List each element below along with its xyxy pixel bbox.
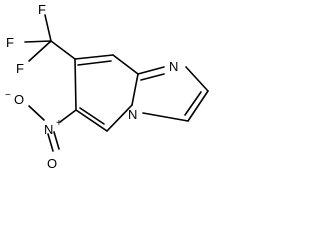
bond-n-nitro-o-top bbox=[28, 105, 45, 121]
bond-n-imidazole-c2 bbox=[185, 66, 209, 92]
bond-c-f-top bbox=[44, 14, 52, 42]
bond-cf3-ring bbox=[50, 40, 76, 60]
bond-c7-c8 bbox=[74, 54, 114, 60]
bond-n-bridge-c5 bbox=[106, 104, 133, 132]
bond-c5-c6-inner bbox=[79, 107, 105, 125]
bond-c8-c8a bbox=[112, 54, 139, 75]
atom-n-bridge: N bbox=[128, 107, 137, 122]
bond-c2-c3-inner bbox=[184, 91, 202, 116]
charge-o-top: − bbox=[5, 90, 11, 101]
atom-n-nitro: N bbox=[44, 122, 53, 137]
bond-c3-n-bridge bbox=[142, 112, 189, 122]
atom-f-left: F bbox=[6, 35, 14, 50]
atom-n-imidazole: N bbox=[169, 59, 178, 74]
bond-c-f-left bbox=[24, 40, 52, 43]
bond-n-nitro-o-bottom-inner bbox=[47, 133, 54, 152]
bond-c5-c6 bbox=[75, 109, 108, 132]
bond-c2-c3 bbox=[187, 90, 209, 122]
bond-n-nitro-o-bottom bbox=[53, 131, 60, 150]
atom-f-top: F bbox=[38, 2, 46, 17]
bond-c8a-n-bridge bbox=[131, 73, 139, 106]
bond-c8a-n-imidazole-inner bbox=[140, 73, 165, 81]
bond-c8a-n-imidazole bbox=[137, 66, 165, 75]
bond-c7-c8-inner bbox=[77, 60, 112, 66]
structure-canvas: F F F N N N + O − O bbox=[5, 2, 209, 171]
structure-drawing: F F F N N N + O − O bbox=[5, 2, 209, 171]
charge-n-nitro: + bbox=[56, 118, 62, 129]
atom-f-bottom: F bbox=[16, 61, 24, 76]
bond-c-f-bottom bbox=[28, 40, 52, 62]
bond-c6-n-nitro bbox=[59, 109, 77, 123]
atom-o-top: O bbox=[14, 92, 24, 107]
bond-c6-c7 bbox=[74, 58, 77, 111]
atom-o-bottom: O bbox=[47, 156, 57, 171]
